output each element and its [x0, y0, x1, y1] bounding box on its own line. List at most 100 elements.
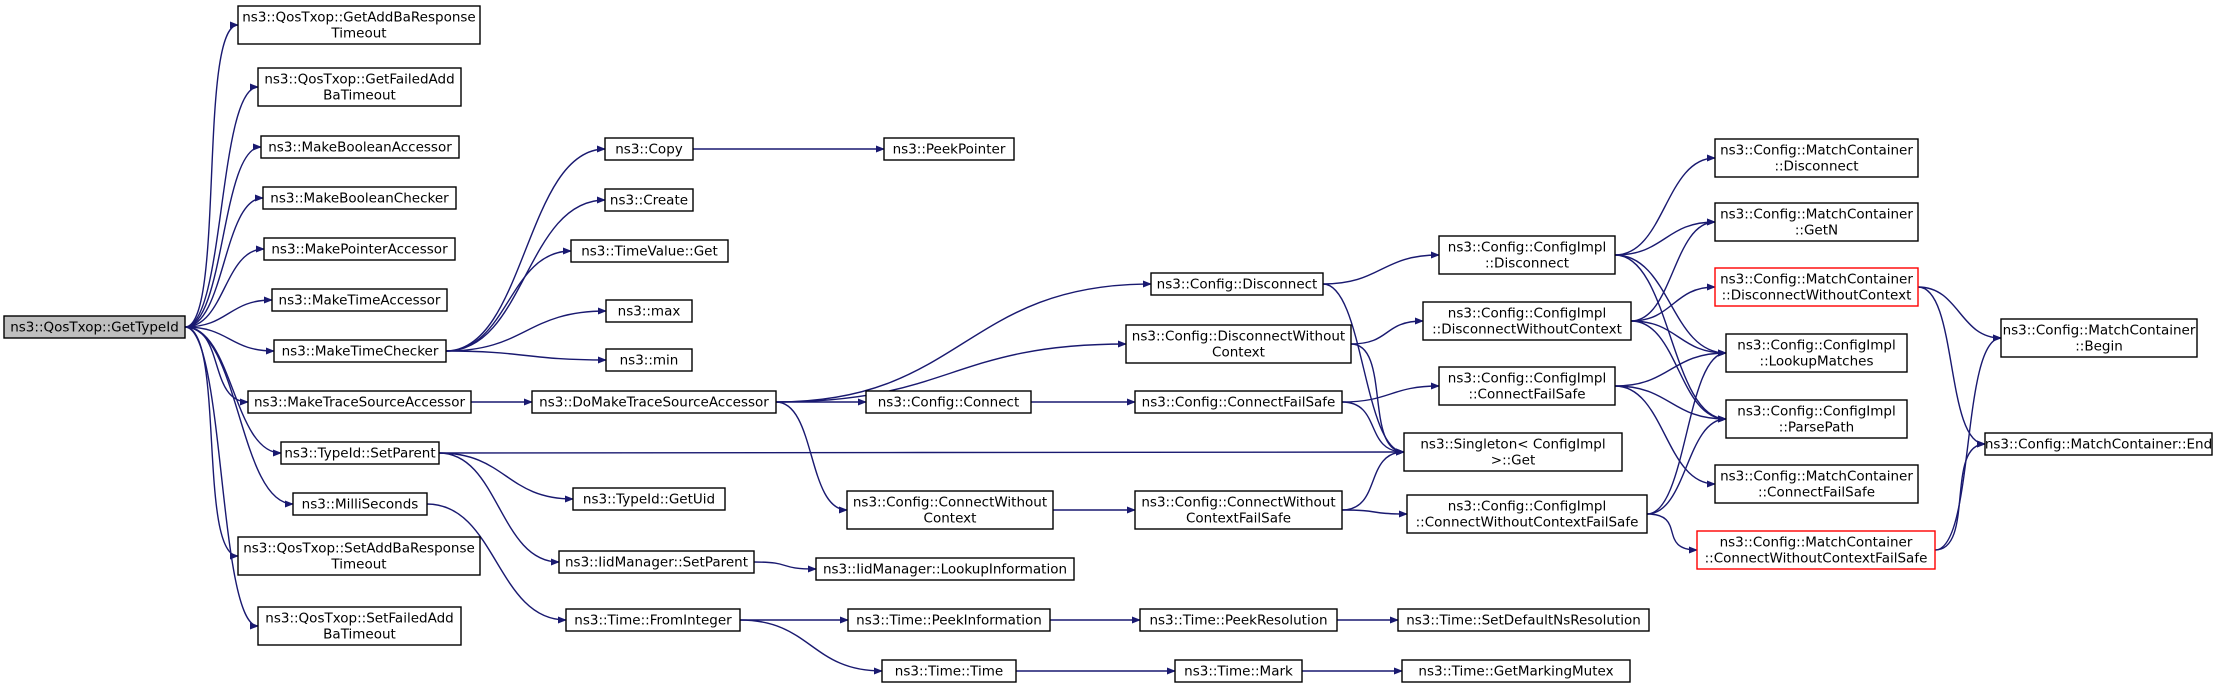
node-lookup[interactable]: ns3::Config::ConfigImpl::LookupMatches: [1725, 333, 1908, 373]
node-box: [247, 390, 472, 414]
node-box: [292, 492, 428, 516]
node-cfgconnwoc[interactable]: ns3::Config::ConnectWithoutContext: [846, 490, 1054, 530]
node-singleton[interactable]: ns3::Singleton< ConfigImpl>::Get: [1403, 432, 1623, 472]
node-timevalget[interactable]: ns3::TimeValue::Get: [570, 239, 729, 263]
node-box: [1696, 530, 1936, 570]
edge-implConnWocFs-to-parsepath: [1646, 415, 1727, 515]
node-label: ns3::min: [620, 353, 679, 369]
node-label: BaTimeout: [323, 627, 396, 643]
node-box: [881, 659, 1017, 683]
node-cfgconnwocfs[interactable]: ns3::Config::ConnectWithoutContextFailSa…: [1134, 490, 1343, 530]
node-cfgconnect[interactable]: ns3::Config::Connect: [865, 390, 1032, 414]
node-label: ns3::MakeBooleanChecker: [270, 191, 449, 207]
edge-implDiscWoc-to-mcGetN: [1630, 218, 1716, 322]
node-create[interactable]: ns3::Create: [604, 188, 694, 212]
node-min[interactable]: ns3::min: [605, 348, 693, 372]
node-box: [1714, 464, 1919, 504]
node-label: ::ConnectWithoutContextFailSafe: [1416, 515, 1639, 531]
node-mktimechk[interactable]: ns3::MakeTimeChecker: [273, 339, 447, 363]
node-label: ns3::Time::PeekResolution: [1149, 613, 1327, 629]
node-mktraceacc[interactable]: ns3::MakeTraceSourceAccessor: [247, 390, 472, 414]
node-mkboolchk[interactable]: ns3::MakeBooleanChecker: [262, 186, 457, 210]
edge-root-to-mkboolchk: [184, 194, 264, 328]
node-box: [1725, 399, 1908, 439]
node-timetime[interactable]: ns3::Time::Time: [881, 659, 1017, 683]
node-box: [531, 390, 777, 414]
node-box: [847, 608, 1051, 632]
node-iidsetparent[interactable]: ns3::IidManager::SetParent: [558, 550, 755, 574]
node-box: [1125, 324, 1352, 364]
node-iidlookup[interactable]: ns3::IidManager::LookupInformation: [815, 557, 1075, 581]
node-mcDiscWoc[interactable]: ns3::Config::MatchContainer::DisconnectW…: [1714, 267, 1919, 307]
node-mcBegin[interactable]: ns3::Config::MatchContainer::Begin: [2000, 318, 2198, 358]
node-cfgconnfs[interactable]: ns3::Config::ConnectFailSafe: [1134, 390, 1343, 414]
node-label: ::DisconnectWithoutContext: [1432, 322, 1622, 338]
node-box: [558, 550, 755, 574]
node-box: [883, 137, 1015, 161]
node-mcEnd[interactable]: ns3::Config::MatchContainer::End: [1984, 432, 2213, 456]
edge-implConnFs-to-lookup: [1614, 349, 1727, 387]
node-box: [605, 348, 693, 372]
node-box: [237, 5, 481, 45]
edge-cfgconnwocfs-to-singleton: [1341, 448, 1405, 511]
node-label: ns3::Time::Time: [895, 664, 1003, 680]
node-fromint[interactable]: ns3::Time::FromInteger: [565, 608, 741, 632]
node-domktrace[interactable]: ns3::DoMakeTraceSourceAccessor: [531, 390, 777, 414]
node-label: ns3::Config::MatchContainer::End: [1985, 437, 2212, 453]
node-peekptr[interactable]: ns3::PeekPointer: [883, 137, 1015, 161]
node-parsepath[interactable]: ns3::Config::ConfigImpl::ParsePath: [1725, 399, 1908, 439]
node-box: [262, 186, 457, 210]
node-box: [271, 288, 448, 312]
node-cfgdiscwoc[interactable]: ns3::Config::DisconnectWithoutContext: [1125, 324, 1352, 364]
node-label: ::Begin: [2075, 339, 2123, 355]
node-implDiscWoc[interactable]: ns3::Config::ConfigImpl::DisconnectWitho…: [1422, 301, 1632, 341]
node-mcConnFs[interactable]: ns3::Config::MatchContainer::ConnectFail…: [1714, 464, 1919, 504]
node-mcDisc[interactable]: ns3::Config::MatchContainer::Disconnect: [1714, 138, 1919, 178]
node-mcGetN[interactable]: ns3::Config::MatchContainer::GetN: [1714, 202, 1919, 242]
node-implDisc[interactable]: ns3::Config::ConfigImpl::Disconnect: [1438, 235, 1616, 275]
edge-implConnWocFs-to-mcConnWocFs: [1646, 513, 1698, 554]
node-label: ns3::MakeTraceSourceAccessor: [254, 395, 465, 411]
edge-setparent-to-iidsetparent: [438, 452, 560, 566]
node-label: ns3::Time::PeekInformation: [856, 613, 1042, 629]
node-setdefres[interactable]: ns3::Time::SetDefaultNsResolution: [1397, 608, 1650, 632]
edge-cfgdisc-to-implDisc: [1322, 251, 1440, 285]
node-label: ns3::max: [618, 304, 681, 320]
node-mark[interactable]: ns3::Time::Mark: [1174, 659, 1303, 683]
node-mcConnWocFs[interactable]: ns3::Config::MatchContainer::ConnectWith…: [1696, 530, 1936, 570]
node-max[interactable]: ns3::max: [605, 299, 693, 323]
node-mkptracc[interactable]: ns3::MakePointerAccessor: [263, 237, 456, 261]
edge-implDisc-to-parsepath: [1614, 254, 1727, 423]
node-box: [1174, 659, 1303, 683]
node-root[interactable]: ns3::QosTxop::GetTypeId: [3, 315, 186, 339]
node-label: ns3::Config::DisconnectWithout: [1132, 329, 1345, 345]
node-millis[interactable]: ns3::MilliSeconds: [292, 492, 428, 516]
node-label: ContextFailSafe: [1186, 511, 1291, 527]
node-label: ::DisconnectWithoutContext: [1722, 288, 1912, 304]
node-peekinfo[interactable]: ns3::Time::PeekInformation: [847, 608, 1051, 632]
node-copy[interactable]: ns3::Copy: [604, 137, 694, 161]
node-setparent[interactable]: ns3::TypeId::SetParent: [280, 441, 440, 465]
node-markmutex[interactable]: ns3::Time::GetMarkingMutex: [1401, 659, 1631, 683]
node-cfgdisc[interactable]: ns3::Config::Disconnect: [1150, 272, 1324, 296]
node-mktimeacc[interactable]: ns3::MakeTimeAccessor: [271, 288, 448, 312]
edge-mcDiscWoc-to-mcBegin: [1917, 286, 2002, 342]
node-mkboolacc[interactable]: ns3::MakeBooleanAccessor: [260, 135, 460, 159]
node-implConnWocFs[interactable]: ns3::Config::ConfigImpl::ConnectWithoutC…: [1406, 494, 1648, 534]
node-box: [273, 339, 447, 363]
node-label: ::GetN: [1795, 223, 1838, 239]
node-peekres[interactable]: ns3::Time::PeekResolution: [1139, 608, 1338, 632]
node-getuid[interactable]: ns3::TypeId::GetUid: [572, 487, 726, 511]
node-label: ns3::Config::ConnectWithout: [853, 495, 1047, 511]
node-label: ns3::IidManager::LookupInformation: [823, 562, 1067, 578]
node-box: [604, 188, 694, 212]
node-implConnFs[interactable]: ns3::Config::ConfigImpl::ConnectFailSafe: [1438, 366, 1616, 406]
edge-root-to-getaddbaresp: [184, 21, 239, 328]
edge-mcDiscWoc-to-mcEnd: [1917, 286, 1986, 448]
node-label: ::ConnectFailSafe: [1468, 387, 1585, 403]
node-box: [1134, 490, 1343, 530]
